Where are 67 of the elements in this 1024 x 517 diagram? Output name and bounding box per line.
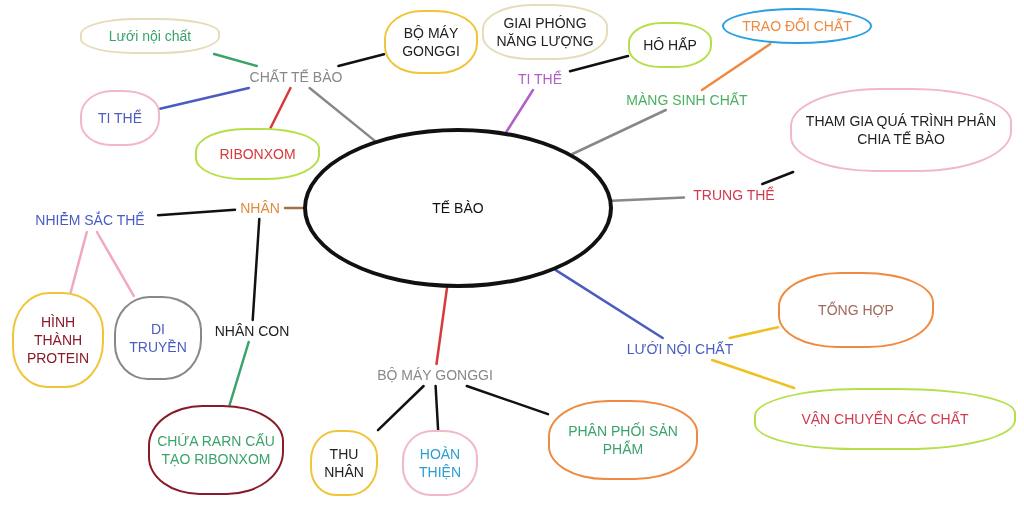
connector-line [283, 206, 305, 210]
node-text: MÀNG SINH CHẤT [626, 90, 748, 110]
connector-line [156, 208, 237, 217]
topic-bubble [12, 292, 104, 388]
node-text: VẬN CHUYỂN CÁC CHẤT [801, 409, 969, 429]
node-text: NHIỄM SẮC THỂ [35, 210, 145, 230]
connector-line [308, 86, 376, 142]
node-text: HÌNH THÀNH PROTEIN [25, 312, 91, 368]
connector-line [337, 52, 386, 68]
connector-line [728, 326, 780, 340]
topic-bubble [548, 400, 698, 480]
node-text: CHẤT TẾ BÀO [249, 67, 343, 87]
node-text: RIBONXOM [219, 144, 296, 164]
connector-line [571, 108, 668, 156]
node-text: PHÂN PHỐI SẢN PHẨM [567, 421, 679, 459]
connector-line [269, 86, 292, 130]
node-text: TRAO ĐỔI CHẤT [742, 16, 852, 36]
connector-line [465, 384, 550, 416]
connector-line [435, 286, 449, 366]
node-text: DI TRUYỀN [128, 319, 188, 357]
node-text: TẾ BÀO [432, 198, 484, 218]
connector-line [554, 268, 664, 340]
connector-line [251, 217, 261, 322]
topic-bubble [80, 18, 220, 54]
node-text: THAM GIA QUÁ TRÌNH PHÂN CHIA TẾ BÀO [804, 111, 998, 149]
connector-line [158, 86, 251, 110]
connector-line [710, 358, 796, 390]
node-text: GIAI PHÓNG NĂNG LƯỢNG [495, 13, 595, 51]
node-text: HOÀN THIỆN [418, 444, 462, 482]
topic-bubble [790, 88, 1012, 172]
node-text: TI THỂ [517, 69, 563, 89]
node-text: HÔ HẤP [643, 35, 697, 55]
node-text: NHÂN CON [214, 321, 290, 341]
node-text: Lưới nội chất [108, 26, 192, 46]
connector-line [611, 196, 686, 202]
cell-ellipse [303, 128, 613, 288]
connector-line [761, 170, 795, 186]
connector-line [228, 340, 250, 407]
topic-bubble [722, 8, 872, 44]
node-text: BỘ MÁY GONGGI [401, 23, 461, 61]
topic-bubble [80, 90, 160, 146]
node-text: TI THỂ [97, 108, 143, 128]
topic-bubble [628, 22, 712, 68]
node-text: TRUNG THỂ [693, 185, 775, 205]
connector-line [700, 42, 772, 92]
node-text: LƯỚI NỘI CHẤT [626, 339, 734, 359]
topic-bubble [402, 430, 478, 496]
topic-bubble [754, 388, 1016, 450]
topic-bubble [114, 296, 202, 380]
connector-line [376, 384, 425, 432]
topic-bubble [195, 128, 320, 180]
connector-line [505, 88, 535, 134]
node-text: NHÂN [240, 198, 280, 218]
connector-line [568, 54, 630, 73]
connector-line [434, 384, 440, 432]
node-text: THU NHÂN [323, 444, 365, 482]
node-text: TỔNG HỢP [818, 300, 894, 320]
topic-bubble [148, 405, 284, 495]
connector-line [212, 52, 259, 68]
connector-line [95, 230, 136, 298]
topic-bubble [482, 4, 608, 60]
topic-bubble [778, 272, 934, 348]
node-text: BỘ MÁY GONGGI [377, 365, 493, 385]
topic-bubble [384, 10, 478, 74]
node-text: CHỨA RARN CẤU TẠO RIBONXOM [156, 431, 276, 469]
connector-line [69, 230, 89, 294]
topic-bubble [310, 430, 378, 496]
